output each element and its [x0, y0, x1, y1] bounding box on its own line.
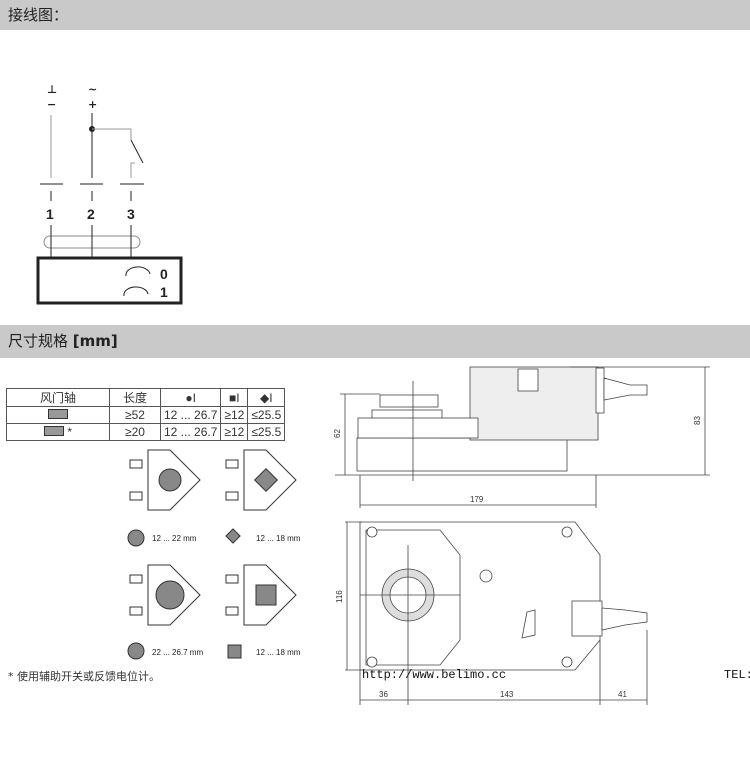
cell-length: ≥52 — [109, 406, 161, 424]
header-diamond: ◆I — [247, 388, 286, 407]
dim-offset-36: 36 — [379, 690, 388, 699]
wiring-diagram: ⊥ − ~ + 1 2 3 0 1 — [36, 83, 183, 305]
clamp-drawings: 12 ... 22 mm 12 ... 18 mm 22 ... 26.7 mm… — [127, 449, 301, 660]
dim-height-base: 62 — [333, 429, 342, 438]
clamp-range-4: 12 ... 18 mm — [256, 648, 301, 657]
dim-width: 116 — [335, 590, 344, 603]
clamp-square-small — [225, 449, 297, 511]
dim-length: 179 — [470, 495, 484, 504]
terminal-2: 2 — [87, 206, 95, 222]
ground-symbol: ⊥ — [47, 83, 57, 96]
clamp-range-2: 12 ... 18 mm — [256, 534, 301, 543]
cell-round: 12 ... 26.7 — [159, 406, 222, 424]
terminal-1: 1 — [46, 206, 54, 222]
plus-symbol: + — [88, 98, 97, 111]
tel-label: TEL: — [724, 668, 750, 682]
minus-symbol: − — [47, 98, 56, 111]
cell-square: ≥12 — [220, 406, 249, 424]
dimensions-unit: [mm] — [72, 332, 118, 350]
cell-diamond: ≤25.5 — [247, 406, 286, 424]
cell-square: ≥12 — [220, 423, 249, 441]
footnote: * 使用辅助开关或反馈电位计。 — [8, 670, 160, 683]
clamp-range-3: 22 ... 26.7 mm — [152, 648, 203, 657]
dim-offset-143: 143 — [500, 690, 514, 699]
dimensions-title: 尺寸规格 — [8, 332, 69, 350]
rotation-cw-label: 1 — [160, 284, 168, 300]
clamp-round-large — [129, 564, 201, 626]
cell-round: 12 ... 26.7 — [159, 423, 222, 441]
cell-length: ≥20 — [109, 423, 161, 441]
rotation-ccw-label: 0 — [160, 266, 168, 282]
clamp-round-small — [129, 449, 201, 511]
actuator-top-view: 116 36 143 41 — [335, 521, 648, 705]
dim-offset-41: 41 — [618, 690, 627, 699]
clamp-square-large — [225, 564, 297, 626]
actuator-side-view: 62 83 179 — [333, 366, 710, 508]
shaft-icon-long — [6, 406, 110, 424]
header-square: ■I — [220, 388, 249, 407]
ac-symbol: ~ — [88, 83, 97, 96]
header-length: 长度 — [109, 388, 161, 407]
dim-height-total: 83 — [693, 416, 702, 425]
wiring-section-header: 接线图： — [0, 0, 750, 30]
clamp-range-1: 12 ... 22 mm — [152, 534, 197, 543]
table-row: * ≥20 12 ... 26.7 ≥12 ≤25.5 — [6, 423, 286, 441]
header-shaft: 风门轴 — [6, 388, 110, 407]
shaft-icon-short: * — [6, 423, 110, 441]
cell-diamond: ≤25.5 — [247, 423, 286, 441]
terminal-3: 3 — [127, 206, 135, 222]
header-round: ●I — [159, 388, 222, 407]
table-row: ≥52 12 ... 26.7 ≥12 ≤25.5 — [6, 406, 286, 424]
website-link[interactable]: http://www.belimo.cc — [362, 668, 507, 682]
damper-shaft-table: 风门轴 长度 ●I ■I ◆I ≥52 12 ... 26.7 ≥12 ≤25.… — [6, 388, 286, 441]
wiring-title: 接线图： — [8, 6, 69, 24]
dimensions-section-header: 尺寸规格 [mm] — [0, 325, 750, 358]
